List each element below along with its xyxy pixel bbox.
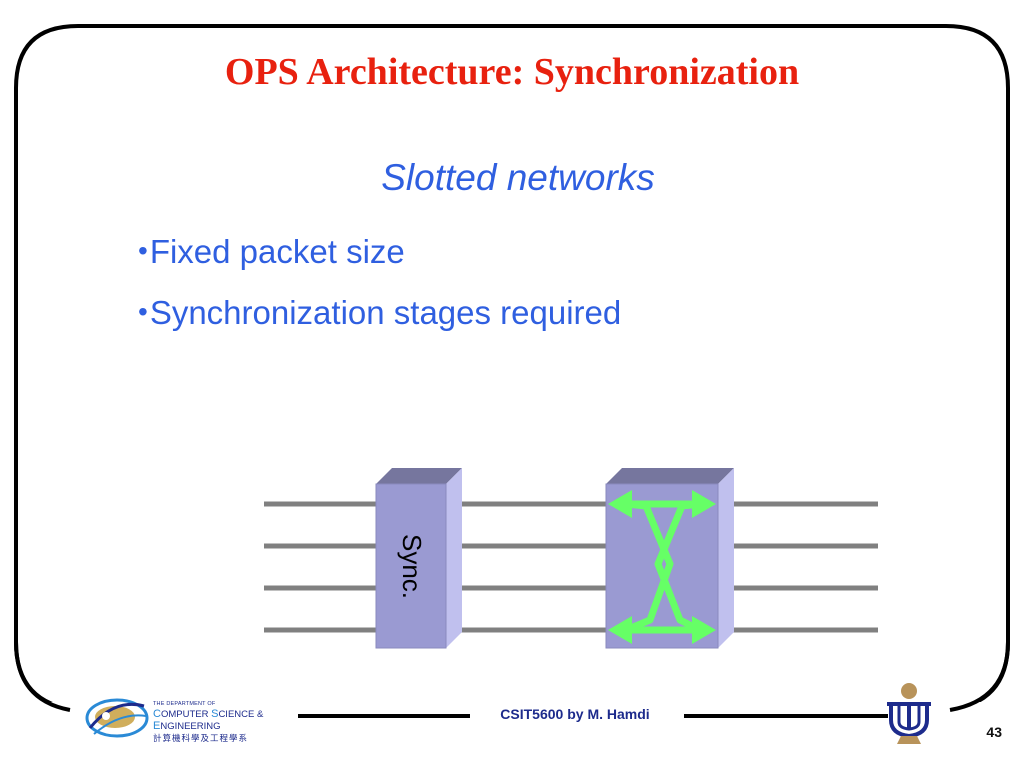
bullet-item-sync-stages: •Synchronization stages required bbox=[138, 294, 621, 332]
dept-chinese-name: 計算機科學及工程學系 bbox=[153, 732, 249, 743]
university-logo-icon bbox=[887, 683, 931, 744]
dept-word: OMPUTER bbox=[160, 708, 212, 720]
dept-word: CIENCE & bbox=[218, 708, 264, 720]
bullet-dot: • bbox=[138, 235, 148, 266]
dept-line-1: COMPUTER SCIENCE & bbox=[153, 707, 264, 720]
arrowhead-icon bbox=[692, 490, 716, 518]
bullet-dot: • bbox=[138, 296, 148, 327]
bullet-text: Synchronization stages required bbox=[149, 294, 622, 331]
arrowhead-icon bbox=[692, 616, 716, 644]
course-credit: CSIT5600 by M. Hamdi bbox=[500, 706, 650, 722]
sync-stage-box: Sync. bbox=[375, 468, 462, 649]
dept-word: NGINEERING bbox=[160, 720, 221, 732]
dept-cap: C bbox=[153, 707, 161, 720]
fiber-lines bbox=[264, 501, 878, 633]
page-number: 43 bbox=[986, 724, 1002, 740]
dept-line-2: ENGINEERING bbox=[153, 719, 263, 732]
slide-subtitle: Slotted networks bbox=[381, 157, 655, 198]
arrow-heads bbox=[608, 490, 716, 644]
dept-cap: S bbox=[211, 707, 219, 720]
bullet-text: Fixed packet size bbox=[149, 233, 405, 270]
cse-department-logo-icon bbox=[85, 698, 149, 738]
dept-small-text: THE DEPARTMENT OF bbox=[153, 701, 216, 707]
arrowhead-icon bbox=[608, 490, 632, 518]
dept-cap: E bbox=[153, 719, 161, 732]
switching-arrows bbox=[624, 500, 702, 634]
sync-label: Sync. bbox=[397, 534, 427, 599]
bullet-item-fixed-packet: •Fixed packet size bbox=[138, 233, 405, 271]
slotted-network-diagram: Sync. bbox=[264, 468, 878, 649]
department-name: THE DEPARTMENT OF COMPUTER SCIENCE & ENG… bbox=[153, 701, 264, 743]
arrowhead-icon bbox=[608, 616, 632, 644]
slide-title: OPS Architecture: Synchronization bbox=[224, 51, 800, 93]
